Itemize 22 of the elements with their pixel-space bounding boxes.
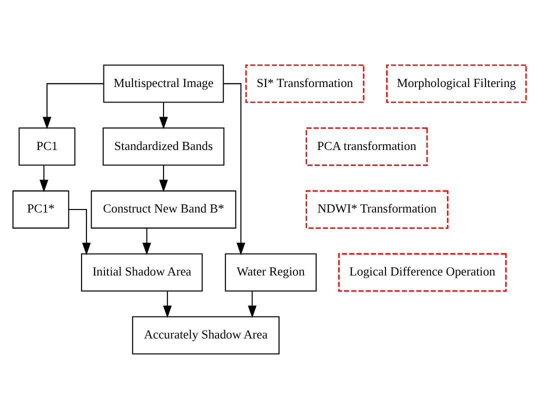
node-box: NDWI* Transformation [306,190,448,229]
arrow [159,165,168,192]
node-box: Initial Shadow Area [81,253,203,292]
arrow [142,228,152,256]
arrow [248,291,257,318]
node-box: SI* Transformation [245,64,364,103]
node-box: Logical Difference Operation [338,253,507,292]
arrow [68,208,91,256]
node-box: PCA transformation [306,127,428,166]
arrow [224,83,246,256]
arrow [42,83,104,130]
arrow [159,102,168,130]
node-box: Standardized Bands [102,128,224,166]
node-box: Construct New Band B* [90,190,236,229]
node-box: PC1* [12,190,70,229]
arrow [163,291,172,318]
node-box: Water Region [224,253,317,292]
node-box: PC1 [18,128,76,166]
node-box: Accurately Shadow Area [132,316,280,354]
arrow [40,165,48,192]
node-box: Multispectral Image [103,64,224,103]
node-box: Morphological Filtering [386,64,527,103]
